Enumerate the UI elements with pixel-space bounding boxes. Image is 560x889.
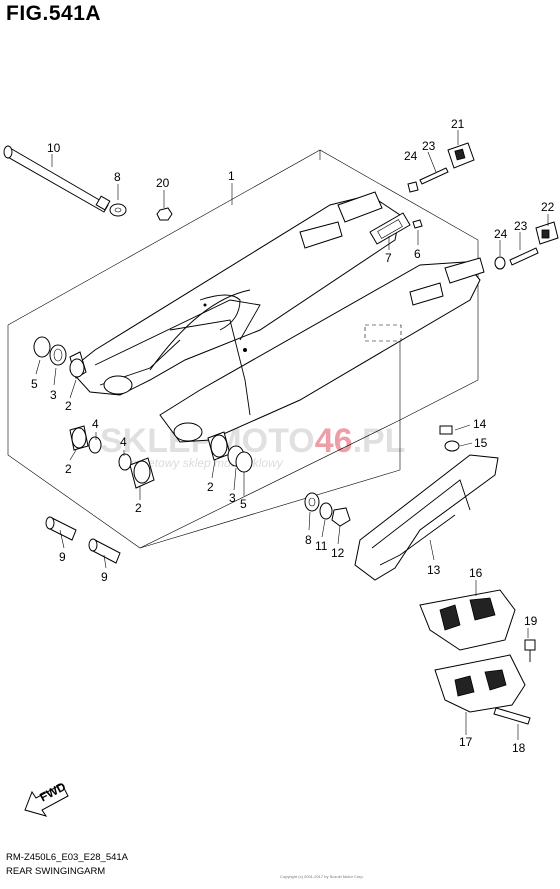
callout-8-top: 8: [114, 170, 121, 184]
callout-24-top: 24: [404, 149, 418, 163]
pivot-shaft[interactable]: [3, 145, 111, 213]
callout-3-left: 3: [50, 388, 57, 402]
callout-2-lower: 2: [65, 462, 72, 476]
adjuster-nut-top[interactable]: [407, 181, 419, 193]
chain-guide-lower[interactable]: [434, 654, 526, 713]
callout-12: 12: [331, 546, 345, 560]
copyright-note: Copyright (c) 2001-2017 by Suzuki Motor …: [280, 874, 364, 879]
callout-11: 11: [315, 539, 328, 553]
callout-16: 16: [469, 566, 483, 580]
guide-bolt-19[interactable]: [524, 639, 536, 662]
callout-22: 22: [541, 200, 555, 214]
callout-20: 20: [156, 176, 170, 190]
sleeve-left[interactable]: [45, 516, 77, 541]
callout-17: 17: [459, 735, 473, 749]
callout-7: 7: [385, 251, 392, 265]
callout-1: 1: [228, 169, 235, 183]
callout-24-right: 24: [494, 227, 508, 241]
watermark: SKLEPMOTO46.PL internetowy sklep motocyk…: [100, 422, 405, 470]
callout-18: 18: [512, 741, 526, 755]
chain-slider[interactable]: [354, 454, 499, 581]
callout-13: 13: [427, 563, 441, 577]
figure-code: RM-Z450L6_E03_E28_541A: [6, 852, 129, 863]
callout-23-top: 23: [422, 139, 436, 153]
watermark-number: 46: [315, 422, 353, 460]
adjuster-nut-right[interactable]: [494, 256, 506, 270]
slider-bolt[interactable]: [439, 425, 453, 435]
callout-10: 10: [47, 141, 61, 155]
spacer-11[interactable]: [319, 502, 333, 520]
guide-bolt-18[interactable]: [493, 707, 531, 725]
figure-title: FIG.541A: [6, 2, 102, 25]
callout-2-left: 2: [65, 399, 72, 413]
washer-right[interactable]: [304, 492, 320, 512]
callout-23-right: 23: [514, 219, 528, 233]
washer-top[interactable]: [109, 203, 127, 217]
screw-6[interactable]: [412, 219, 423, 229]
callout-21: 21: [451, 117, 465, 131]
callout-3-right: 3: [229, 491, 236, 505]
watermark-suffix: .PL: [353, 422, 406, 460]
left-bearing-set[interactable]: [33, 336, 87, 379]
adjuster-bolt-right[interactable]: [509, 247, 539, 266]
forward-arrow: FWD: [24, 779, 69, 817]
callout-9-left: 9: [59, 550, 66, 564]
callout-4-mid: 4: [120, 435, 127, 449]
swingarm[interactable]: [69, 191, 485, 443]
callouts: 1 10 8 20 23 24 21 22 23 24 7 6 5 3 2 4 …: [31, 117, 555, 755]
sleeve-right[interactable]: [88, 538, 121, 564]
adjuster-bolt-top[interactable]: [419, 167, 449, 185]
callout-5-left: 5: [31, 377, 38, 391]
right-bearing-set[interactable]: [207, 431, 253, 473]
callout-14: 14: [473, 417, 487, 431]
slider-washer[interactable]: [444, 440, 460, 452]
nut-12[interactable]: [331, 507, 351, 527]
leader-lines: [35, 130, 549, 740]
callout-19: 19: [524, 614, 538, 628]
callout-4-left: 4: [92, 417, 99, 431]
chain-guide-upper[interactable]: [419, 589, 516, 651]
callout-2-right: 2: [207, 480, 214, 494]
callout-5-right: 5: [240, 497, 247, 511]
left-lower-bearings[interactable]: [69, 425, 155, 489]
callout-15: 15: [474, 436, 488, 450]
figure-caption: REAR SWINGINGARM: [6, 866, 106, 877]
chain-puller-plate[interactable]: [369, 212, 411, 245]
callout-6: 6: [414, 247, 421, 261]
nut-20[interactable]: [156, 207, 173, 221]
callout-2-mid: 2: [135, 501, 142, 515]
chain-adjuster-right[interactable]: [535, 221, 559, 245]
assembly-frame: [7, 149, 479, 549]
callout-9-right: 9: [101, 570, 108, 584]
svg-text:SKLEPMOTO46.PL: SKLEPMOTO46.PL: [100, 422, 405, 460]
callout-8-right: 8: [305, 533, 312, 547]
chain-adjuster-top[interactable]: [447, 142, 475, 169]
